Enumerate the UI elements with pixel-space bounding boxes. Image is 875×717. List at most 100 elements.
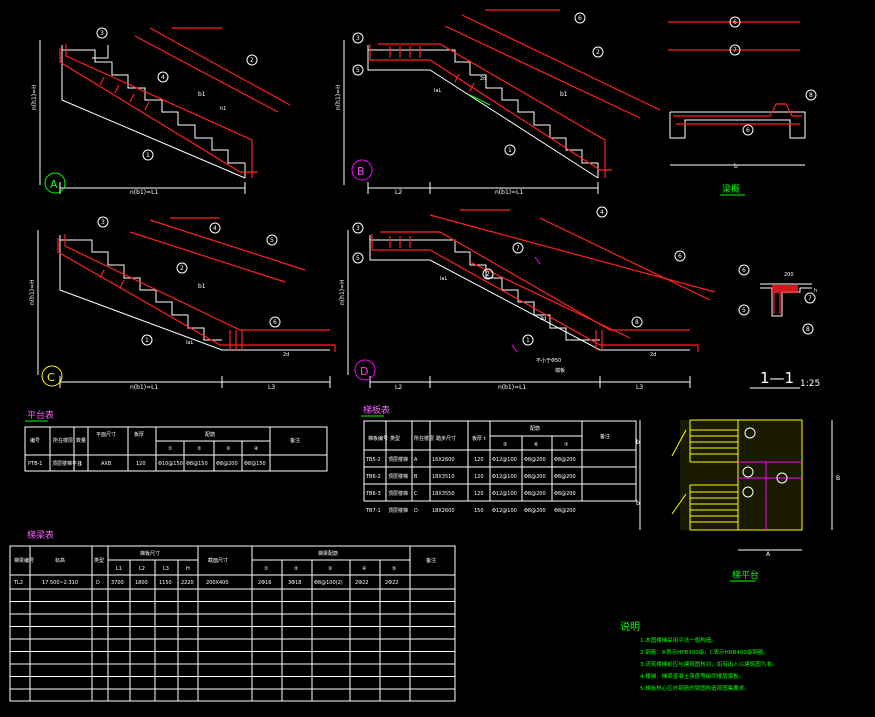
stair-table-cell: 顶层楼梯: [388, 490, 408, 497]
cell: 顶层楼梯平台: [52, 460, 82, 467]
view-a-dim-side: n(h1)=H: [31, 84, 38, 110]
note-2: 2.钢筋：Φ表示HPB300级，C表示HRB400级钢筋。: [640, 648, 769, 656]
stair-table-cell: 120: [474, 474, 484, 480]
cell: Φ10@150: [158, 461, 183, 467]
cell: Φ8@100(2): [314, 580, 343, 586]
note-4: 4.楼梯、梯梁混凝土强度等级同楼层梁板。: [640, 672, 744, 680]
view-d-dim-bottom: n(b1)=L1: [498, 384, 526, 391]
callout-2: 2: [180, 265, 184, 272]
view-b-dim-left: L2: [395, 189, 402, 196]
mark-b1: b1: [198, 283, 206, 290]
plan-title: 梯平台: [732, 569, 759, 581]
beam-table-title: 梯梁表: [27, 529, 54, 541]
th-2: ②: [197, 446, 202, 452]
th-3: ③: [226, 446, 230, 452]
callout-8: 8: [635, 319, 639, 326]
section-1-1: 6 5 7 8 200 h 1—1 1:25: [738, 264, 820, 389]
stair-table-cell: Φ8@200: [524, 474, 546, 480]
note-3: 3.浇筑楼梯前应与建筑图核对，如有出入以建筑图为准。: [640, 660, 777, 668]
view-c-dim-bottom: n(b1)=L1: [130, 384, 158, 391]
th: H: [186, 566, 190, 572]
th-floor: 所在楼层: [53, 437, 73, 444]
th: ②: [294, 566, 299, 572]
th: 踏步尺寸: [436, 435, 456, 442]
callout-2: 2: [250, 57, 254, 64]
plan-dim-a: A: [766, 551, 771, 558]
callout-6b: 6: [746, 127, 750, 134]
stair-plan: b b B A 梯平台: [636, 419, 840, 582]
callout-1: 1: [146, 152, 150, 159]
callout-2: 2: [486, 271, 490, 278]
mark-lal: laL: [440, 276, 447, 282]
callout-5: 5: [356, 255, 360, 262]
callout-6: 6: [742, 267, 746, 274]
stair-table-cell: Φ12@100: [492, 491, 517, 497]
callout-5: 5: [742, 307, 746, 314]
callout-6: 6: [578, 15, 582, 22]
th: ⑥: [534, 442, 539, 448]
th-size: 平面尺寸: [96, 431, 116, 438]
stair-table-cell: Φ8@200: [554, 474, 576, 480]
callout-2: 2: [596, 49, 600, 56]
stair-table-cell: Φ8@200: [554, 457, 576, 463]
stair-table-cell: 120: [474, 491, 484, 497]
view-d-dim-left: L2: [395, 384, 402, 391]
callout-8: 8: [809, 92, 813, 99]
cell: Φ8@150: [186, 461, 208, 467]
section-dim-top: 200: [784, 272, 794, 278]
section-dim-side: h: [814, 288, 817, 294]
plan-dim-b2: b: [636, 500, 640, 507]
section-title: 1—1: [760, 369, 794, 387]
stair-table-cell: Φ8@200: [524, 508, 546, 514]
view-d-label: D: [360, 365, 368, 378]
th: 板厚 t: [472, 435, 486, 442]
callout-7: 7: [808, 295, 812, 302]
th: L1: [116, 566, 122, 572]
th-4: ④: [254, 446, 259, 452]
cell: 1: [79, 461, 82, 467]
th: ⑤: [392, 566, 396, 572]
stair-table-cell: Φ12@100: [492, 474, 517, 480]
mark-b1: b1: [560, 91, 568, 98]
cell: 200X400: [206, 580, 229, 586]
plan-dim-b1: b: [636, 439, 640, 446]
cell: 2220: [181, 580, 194, 586]
notes: 说明 1.本图楼梯采用平法一般构造。 2.钢筋：Φ表示HPB300级，C表示HR…: [620, 620, 777, 692]
notes-title: 说明: [620, 620, 640, 633]
view-a-label: A: [50, 178, 58, 191]
view-b-dim-bottom: n(b1)=L1: [495, 189, 523, 196]
th-1: ①: [168, 446, 173, 452]
th: ①: [264, 566, 269, 572]
th-thick: 板厚: [134, 431, 144, 438]
th: 备注: [426, 557, 436, 564]
mark-2d: 2d: [650, 352, 656, 358]
callout-6: 6: [678, 253, 682, 260]
callout-4: 4: [161, 74, 165, 81]
note-1: 1.本图楼梯采用平法一般构造。: [640, 636, 717, 644]
th: 梯梁配筋: [318, 550, 338, 557]
mark-h1: h1: [220, 106, 226, 112]
th: 备注: [600, 433, 610, 440]
platform-table-title: 平台表: [27, 409, 54, 421]
th: 梯梁编号: [14, 557, 34, 564]
view-d-dim-right: L3: [636, 384, 643, 391]
mark-lal: laL: [186, 340, 193, 346]
cell: AXB: [101, 461, 112, 467]
stair-table-cell: 18X3510: [432, 474, 455, 480]
th: ③: [328, 566, 332, 572]
cell: Φ8@150: [244, 461, 266, 467]
stair-table-cell: Φ8@200: [524, 491, 546, 497]
th: ⑤: [503, 442, 507, 448]
mark-lal: laL: [434, 88, 441, 94]
stair-table-cell: Φ12@100: [492, 508, 517, 514]
cell: 120: [136, 461, 146, 467]
stair-table-cell: 150: [474, 508, 484, 514]
callout-1: 1: [508, 147, 512, 154]
th: 梯板编号: [368, 435, 388, 442]
beam-detail-title: 梁概: [722, 183, 740, 195]
mark-2d: 2d: [480, 76, 486, 82]
callout-8: 8: [806, 326, 810, 333]
callout-3: 3: [101, 219, 105, 226]
note-5: 5.梯板核心区外钢筋的锁固构造按图集要求。: [640, 684, 750, 692]
